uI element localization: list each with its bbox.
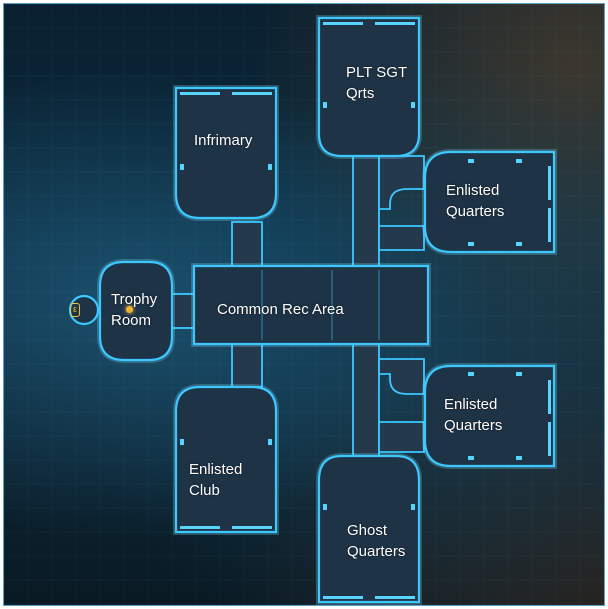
label-enlisted-club: Enlisted Club [189,461,243,499]
corridor-spine-bottom [352,341,380,460]
corridor-club [231,341,263,388]
entrance-marker[interactable]: ε [70,303,80,317]
corridor-trophy [171,293,195,329]
label-trophy-room: Trophy Room [111,291,158,329]
room-plt-sgt[interactable] [317,16,421,158]
room-enlisted-quarters-2[interactable] [423,364,556,468]
rooms [68,15,557,605]
room-infirmary[interactable] [174,86,278,220]
label-plt-sgt: PLT SGT Qrts [346,64,408,102]
door-markers [180,22,551,599]
room-enlisted-quarters-1[interactable] [423,150,556,254]
room-enlisted-club[interactable] [174,385,278,534]
map-panel: Infrimary PLT SGT Qrts Enlisted Quarters… [3,3,605,606]
room-ghost-quarters[interactable] [317,454,421,604]
corridor-spine-top [352,151,380,267]
corridor-quarters-1-top [378,155,425,210]
label-enlisted-quarters-1: Enlisted Quarters [446,182,505,220]
floor-plan [4,4,604,605]
player-location-icon [126,306,133,313]
room-trophy[interactable] [98,260,174,362]
corridor-quarters-1-bottom [378,225,425,251]
label-infirmary: Infrimary [194,132,253,149]
label-ghost-quarters: Ghost Quarters [347,522,406,560]
corridor-quarters-2-bottom [378,421,425,453]
label-common-rec: Common Rec Area [217,301,344,318]
room-common-rec[interactable] [192,264,430,346]
label-enlisted-quarters-2: Enlisted Quarters [444,396,503,434]
corridor-quarters-2-top [378,358,425,395]
corridor-infirmary [231,221,263,268]
